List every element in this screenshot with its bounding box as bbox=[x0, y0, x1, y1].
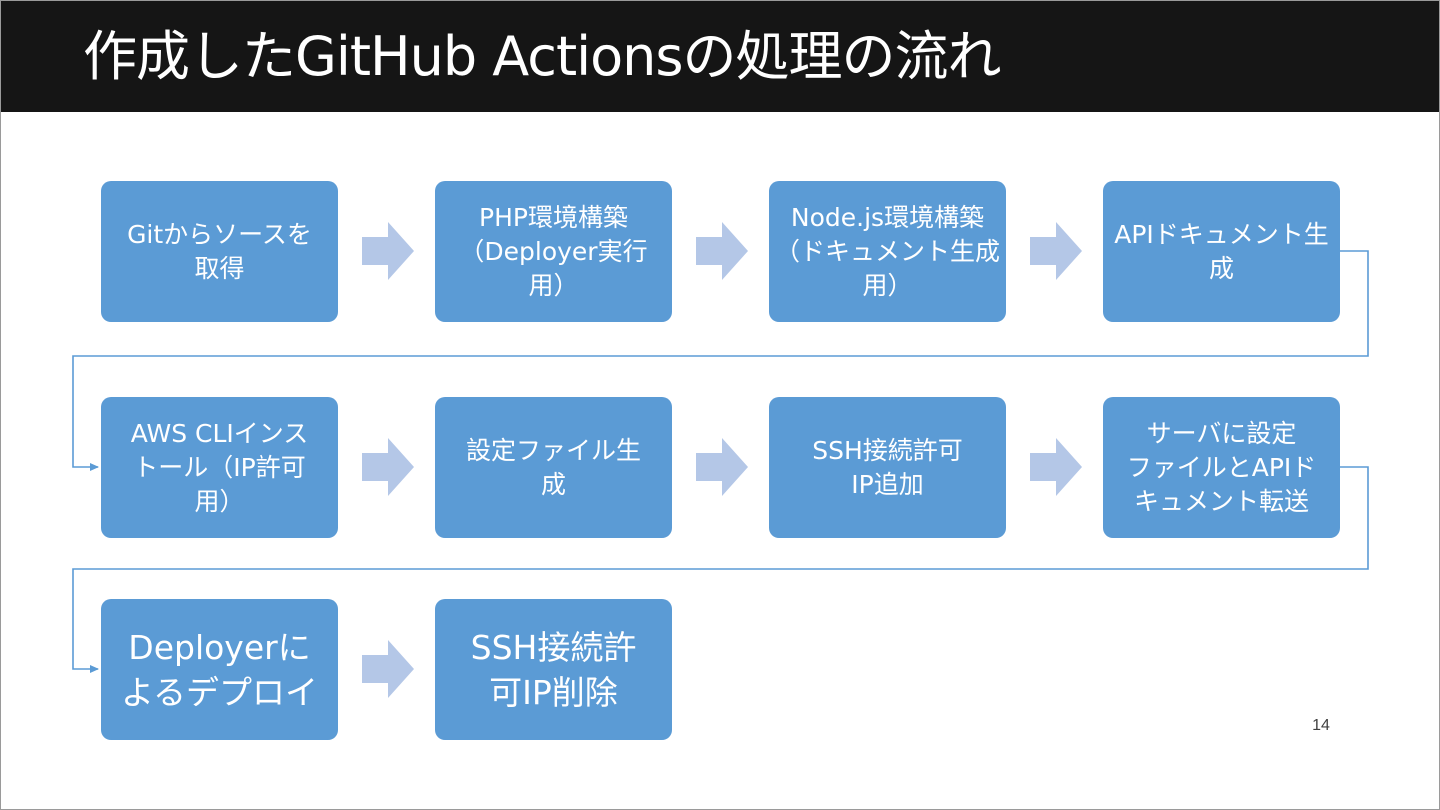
flow-arrow-icon bbox=[696, 438, 748, 496]
flow-arrow-icon bbox=[362, 222, 414, 280]
flow-step-ssh-allow: SSH接続許可 IP追加 bbox=[769, 397, 1006, 538]
flow-step-label: Gitからソースを 取得 bbox=[127, 219, 312, 283]
flow-step-config-file: 設定ファイル生 成 bbox=[435, 397, 672, 538]
flow-arrow-icon bbox=[362, 640, 414, 698]
flow-step-aws-cli: AWS CLIインス トール（IP許可 用） bbox=[101, 397, 338, 538]
flow-step-ssh-remove: SSH接続許 可IP削除 bbox=[435, 599, 672, 740]
flow-arrow-icon bbox=[1030, 222, 1082, 280]
flow-step-transfer: サーバに設定 ファイルとAPIド キュメント転送 bbox=[1103, 397, 1340, 538]
flow-step-label: 設定ファイル生 成 bbox=[465, 435, 641, 499]
flow-step-label: SSH接続許可 IP追加 bbox=[812, 435, 963, 499]
flow-step-label: SSH接続許 可IP削除 bbox=[470, 627, 637, 712]
flow-step-api-docs: APIドキュメント生 成 bbox=[1103, 181, 1340, 322]
page-number: 14 bbox=[1312, 717, 1330, 734]
flow-step-label: PHP環境構築 （Deployer実行 用） bbox=[459, 202, 648, 300]
slide-title: 作成したGitHub Actionsの処理の流れ bbox=[83, 25, 1002, 88]
flow-step-label: Deployerに よるデプロイ bbox=[120, 627, 318, 712]
flow-arrow-icon bbox=[696, 222, 748, 280]
flow-step-node-setup: Node.js環境構築 （ドキュメント生成 用） bbox=[769, 181, 1006, 322]
flow-step-php-setup: PHP環境構築 （Deployer実行 用） bbox=[435, 181, 672, 322]
flow-step-label: サーバに設定 ファイルとAPIド キュメント転送 bbox=[1126, 418, 1317, 516]
flow-step-deploy: Deployerに よるデプロイ bbox=[101, 599, 338, 740]
flow-arrow-icon bbox=[1030, 438, 1082, 496]
flow-step-label: Node.js環境構築 （ドキュメント生成 用） bbox=[775, 202, 1001, 300]
flow-arrow-icon bbox=[362, 438, 414, 496]
flow-step-label: AWS CLIインス トール（IP許可 用） bbox=[130, 418, 309, 516]
flow-step-get-source: Gitからソースを 取得 bbox=[101, 181, 338, 322]
title-bar: 作成したGitHub Actionsの処理の流れ bbox=[1, 1, 1439, 112]
flow-step-label: APIドキュメント生 成 bbox=[1114, 219, 1329, 283]
